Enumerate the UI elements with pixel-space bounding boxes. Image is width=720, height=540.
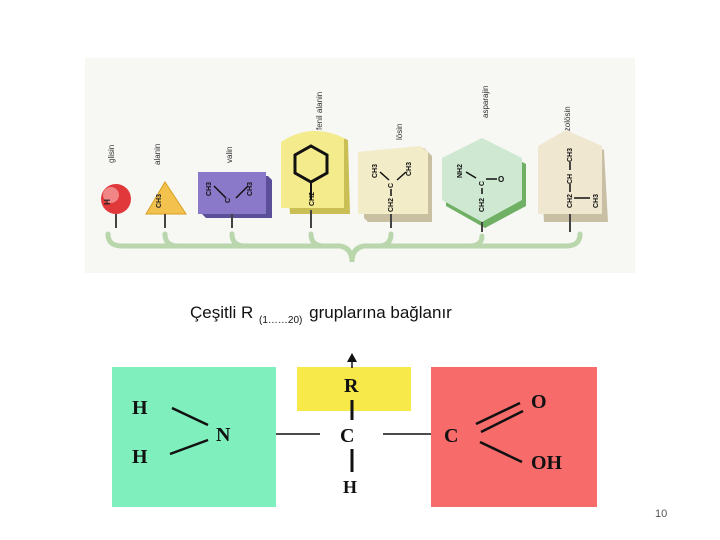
carboxyl-atom-c: C bbox=[444, 425, 458, 447]
asparajin-atom-o: O bbox=[498, 175, 504, 184]
amine-box bbox=[112, 367, 276, 507]
label-fenil-alanin: fenil alanin bbox=[315, 92, 324, 130]
losin-atom-ch3-right: CH3 bbox=[406, 162, 413, 176]
asparajin-atom-ch2: CH2 bbox=[479, 198, 486, 212]
alanin-group: CH3 bbox=[145, 181, 187, 228]
losin-group: CH3 C CH3 CH2 bbox=[358, 146, 432, 228]
r-group: R bbox=[297, 367, 411, 411]
glisin-atom-h: H bbox=[103, 199, 112, 205]
carboxyl-box bbox=[431, 367, 597, 507]
amine-atom-h-bottom: H bbox=[132, 446, 148, 468]
izolosin-shape bbox=[538, 130, 602, 214]
label-valin: valin bbox=[225, 147, 234, 163]
glisin-group: H bbox=[101, 184, 131, 228]
r-group-box bbox=[297, 367, 411, 411]
alpha-carbon: C H bbox=[276, 353, 431, 497]
center-atom-c: C bbox=[340, 425, 354, 447]
izolosin-group: CH3 CH CH2 CH3 bbox=[538, 130, 608, 232]
side-chain-labels: glisin alanin valin fenil alanin lösin a… bbox=[107, 86, 572, 165]
amine-atom-n: N bbox=[216, 424, 231, 446]
caption-prefix: Çeşitli R bbox=[190, 303, 254, 322]
fenil-alanin-atom-ch2: CH2 bbox=[309, 192, 316, 206]
losin-atom-ch2: CH2 bbox=[388, 198, 395, 212]
carboxyl-atom-oh: OH bbox=[531, 452, 563, 474]
page-number: 10 bbox=[655, 508, 668, 520]
losin-atom-ch3-left: CH3 bbox=[372, 164, 379, 178]
asparajin-atom-c: C bbox=[479, 181, 486, 186]
label-glisin: glisin bbox=[107, 145, 116, 163]
fenil-alanin-group: CH2 bbox=[281, 130, 350, 228]
amine-atom-h-top: H bbox=[132, 397, 148, 419]
caption-suffix: gruplarına bağlanır bbox=[309, 303, 452, 322]
glisin-highlight bbox=[103, 187, 119, 203]
fenil-alanin-shape bbox=[281, 130, 344, 208]
carboxyl-atom-o: O bbox=[531, 391, 547, 413]
center-atom-h: H bbox=[343, 477, 357, 497]
carboxyl-group: C O OH bbox=[431, 367, 597, 507]
grouping-bracket bbox=[105, 231, 583, 263]
caption-subscript: (1……20) bbox=[259, 315, 303, 326]
asparajin-group: NH2 C O CH2 bbox=[442, 138, 526, 232]
alanin-atom-ch3: CH3 bbox=[156, 194, 163, 208]
izolosin-atom-ch3-top: CH3 bbox=[567, 148, 574, 162]
label-asparajin: asparajin bbox=[481, 86, 490, 118]
asparajin-atom-nh2: NH2 bbox=[457, 164, 464, 178]
valin-shape bbox=[198, 172, 266, 214]
izolosin-atom-ch3-side: CH3 bbox=[593, 194, 600, 208]
izolosin-atom-ch: CH bbox=[567, 174, 574, 184]
label-izolosin: izolösin bbox=[563, 106, 572, 133]
label-alanin: alanin bbox=[153, 144, 162, 165]
valin-atom-ch3-left: CH3 bbox=[206, 182, 213, 196]
valin-atom-c: C bbox=[225, 198, 232, 203]
up-arrow-icon bbox=[347, 353, 357, 362]
amine-group: H H N bbox=[112, 367, 276, 507]
center-atom-r: R bbox=[344, 375, 359, 397]
losin-atom-c: C bbox=[388, 183, 395, 188]
caption: Çeşitli R (1……20) gruplarına bağlanır bbox=[190, 303, 452, 326]
izolosin-atom-ch2: CH2 bbox=[567, 194, 574, 208]
label-losin: lösin bbox=[395, 124, 404, 140]
valin-group: CH3 C CH3 bbox=[198, 172, 272, 228]
losin-shape bbox=[358, 146, 428, 214]
valin-atom-ch3-right: CH3 bbox=[247, 182, 254, 196]
asparajin-shape bbox=[442, 138, 522, 222]
